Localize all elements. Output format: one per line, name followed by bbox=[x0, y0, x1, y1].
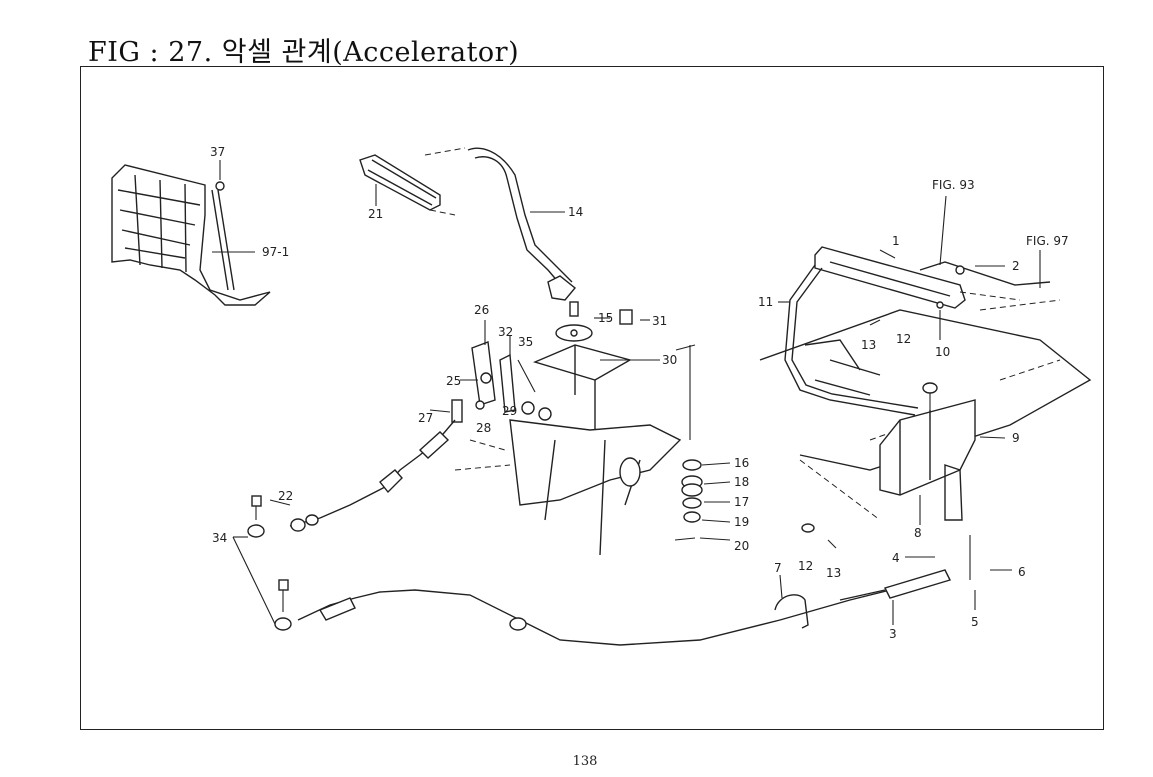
callout-20: 20 bbox=[734, 539, 749, 553]
callout-25: 25 bbox=[446, 374, 461, 388]
figure-title: FIG : 27. 악셀 관계(Accelerator) bbox=[88, 37, 520, 68]
callout-26: 26 bbox=[474, 303, 489, 317]
callout-29: 29 bbox=[502, 404, 517, 418]
callout-4: 4 bbox=[892, 551, 900, 565]
callout-2: 2 bbox=[1012, 259, 1020, 273]
callout-8: 8 bbox=[914, 526, 922, 540]
pedal-bracket-assembly bbox=[111, 160, 271, 306]
pedal-mount bbox=[532, 301, 696, 440]
callout-35: 35 bbox=[518, 335, 533, 349]
pedal-arm bbox=[467, 147, 576, 301]
callout-32: 32 bbox=[498, 325, 513, 339]
callout-fig-97: FIG. 97 bbox=[1026, 234, 1069, 248]
callout-12-lower: 12 bbox=[798, 559, 813, 573]
callout-31: 31 bbox=[652, 314, 667, 328]
callout-19: 19 bbox=[734, 515, 749, 529]
callout-17: 17 bbox=[734, 495, 749, 509]
throttle-cable-lower bbox=[232, 536, 951, 646]
callout-labels: 37 97-1 21 14 FIG. 93 FIG. 97 1 2 11 13 … bbox=[210, 145, 1069, 641]
callout-5: 5 bbox=[971, 615, 979, 629]
callout-97-1: 97-1 bbox=[262, 245, 289, 259]
diagram-frame bbox=[80, 66, 1104, 730]
rod-11 bbox=[778, 264, 919, 416]
bracket-9 bbox=[799, 382, 1006, 521]
callout-1: 1 bbox=[892, 234, 900, 248]
callout-12-upper: 12 bbox=[896, 332, 911, 346]
callout-30: 30 bbox=[662, 353, 677, 367]
spring-stack bbox=[674, 459, 731, 541]
accelerator-rail bbox=[814, 195, 1061, 311]
throttle-cable-upper bbox=[247, 419, 456, 538]
pedal-pad bbox=[359, 147, 466, 216]
callout-7: 7 bbox=[774, 561, 782, 575]
callout-15: 15 bbox=[598, 311, 613, 325]
callout-9: 9 bbox=[1012, 431, 1020, 445]
callout-37: 37 bbox=[210, 145, 225, 159]
callout-16: 16 bbox=[734, 456, 749, 470]
callout-6: 6 bbox=[1018, 565, 1026, 579]
callout-13-lower: 13 bbox=[826, 566, 841, 580]
callout-27: 27 bbox=[418, 411, 433, 425]
clip-parts bbox=[779, 301, 1012, 625]
callout-28: 28 bbox=[476, 421, 491, 435]
callout-22: 22 bbox=[278, 489, 293, 503]
link-bracket bbox=[429, 320, 552, 423]
callout-13-upper: 13 bbox=[861, 338, 876, 352]
callout-fig-93: FIG. 93 bbox=[932, 178, 975, 192]
floor-right bbox=[759, 309, 1092, 471]
callout-21: 21 bbox=[368, 207, 383, 221]
callout-11: 11 bbox=[758, 295, 773, 309]
callout-14: 14 bbox=[568, 205, 583, 219]
page-number: 138 bbox=[572, 754, 598, 769]
callout-34: 34 bbox=[212, 531, 227, 545]
floor-panel bbox=[454, 419, 682, 556]
callout-3: 3 bbox=[889, 627, 897, 641]
callout-18: 18 bbox=[734, 475, 749, 489]
callout-10: 10 bbox=[935, 345, 950, 359]
